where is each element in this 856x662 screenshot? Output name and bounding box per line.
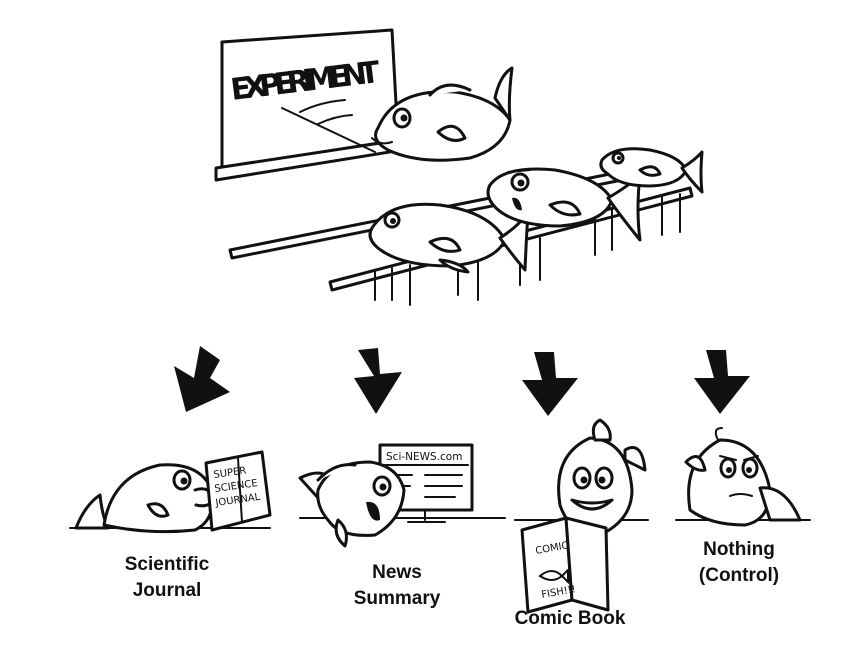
group-label-news-summary: News Summary	[322, 560, 472, 611]
chalkboard: EXPERIMENT	[214, 28, 404, 182]
group-label-line1: Nothing	[703, 539, 775, 560]
classroom-scene: EXPERIMENT	[214, 28, 704, 306]
arrows	[174, 346, 750, 416]
arrow-down-icon	[694, 350, 750, 414]
group-label-line1: News	[372, 562, 422, 583]
group-label-line1: Scientific	[124, 554, 210, 575]
comic-reader-fish: COMIC FISH!!!	[514, 418, 649, 614]
group-label-line2: Journal	[132, 579, 202, 601]
news-reader-fish: Sci-NEWS.com	[298, 443, 506, 548]
teacher-fish	[371, 66, 514, 162]
group-label-line2: (Control)	[698, 564, 780, 586]
group-label-scientific-journal: Scientific Journal	[92, 552, 242, 603]
group-label-nothing-control: Nothing (Control)	[664, 537, 814, 588]
student-fish-back	[599, 147, 704, 194]
group-label-comic-book: Comic Book	[490, 606, 650, 632]
journal-reader-fish: SUPER SCIENCE JOURNAL	[69, 450, 272, 534]
arrow-down-icon	[174, 346, 230, 412]
student-fish-front	[368, 202, 530, 274]
group-label-line1: Comic Book	[514, 608, 626, 629]
screen-url: Sci-NEWS.com	[386, 451, 462, 463]
arrow-down-icon	[522, 352, 578, 416]
arrow-down-icon	[354, 348, 402, 414]
control-fish	[675, 427, 811, 527]
group-label-line2: Summary	[353, 587, 441, 609]
journal-line1: SUPER	[213, 465, 247, 480]
